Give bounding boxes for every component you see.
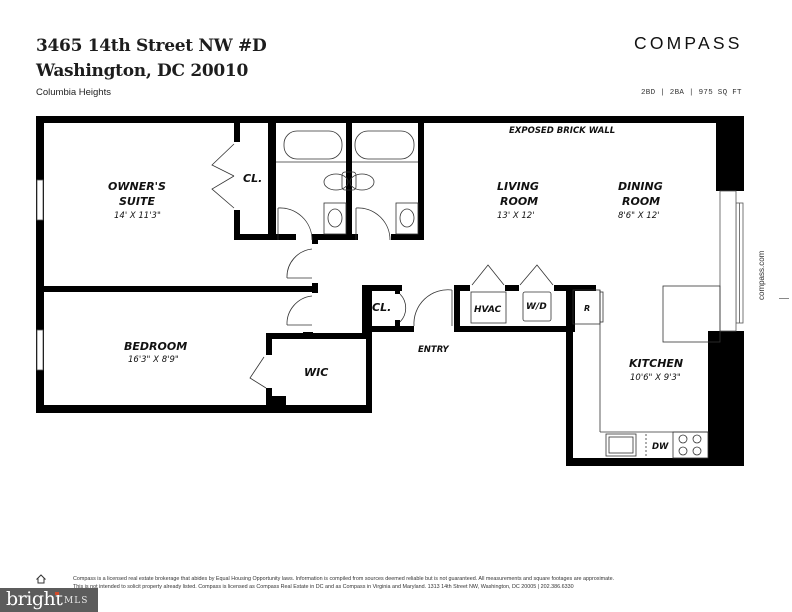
dining-room-label-2: ROOM — [622, 195, 660, 208]
property-stats: 2BD | 2BA | 975 SQ FT — [641, 89, 742, 97]
bright-mls-accent — [55, 592, 59, 595]
disclaimer-line-2: This is not intended to solicit property… — [73, 584, 574, 590]
owners-suite-dims: 14' X 11'3" — [114, 211, 161, 221]
washer-dryer-label: W/D — [526, 302, 547, 312]
bright-mls-wordmark: bright — [6, 588, 63, 610]
living-room-label: LIVING — [497, 180, 539, 193]
owners-suite-label-2: SUITE — [119, 195, 155, 208]
bright-mls-badge: bright MLS — [0, 588, 98, 612]
bright-mls-suffix: MLS — [64, 596, 89, 606]
wic-label: WIC — [304, 366, 328, 379]
hvac-label: HVAC — [474, 305, 502, 315]
bedroom-dims: 16'3" X 8'9" — [128, 355, 179, 365]
side-divider — [779, 298, 789, 299]
compass-logo: COMPASS — [634, 33, 743, 53]
dishwasher-label: DW — [652, 442, 669, 452]
address-line-2: Washington, DC 20010 — [36, 61, 248, 81]
living-room-dims: 13' X 12' — [497, 211, 535, 221]
disclaimer-line-1: Compass is a licensed real estate broker… — [73, 576, 615, 582]
entry-closet-label: CL. — [372, 301, 391, 314]
bedroom-label: BEDROOM — [124, 340, 187, 353]
kitchen-label: KITCHEN — [629, 357, 683, 370]
dining-room-dims: 8'6" X 12' — [618, 211, 659, 221]
fixtures — [211, 130, 721, 459]
owners-suite-label: OWNER'S — [108, 180, 166, 193]
dining-room-label: DINING — [618, 180, 663, 193]
equal-housing-icon — [36, 574, 46, 584]
address-line-1: 3465 14th Street NW #D — [36, 36, 267, 56]
owners-closet-label: CL. — [243, 172, 262, 185]
brick-wall-note: EXPOSED BRICK WALL — [509, 126, 615, 136]
refrigerator-label: R — [584, 304, 590, 313]
entry-label: ENTRY — [418, 345, 449, 355]
kitchen-dims: 10'6" X 9'3" — [630, 373, 681, 383]
living-room-label-2: ROOM — [500, 195, 538, 208]
neighborhood-label: Columbia Heights — [36, 87, 111, 98]
walls — [36, 116, 744, 466]
